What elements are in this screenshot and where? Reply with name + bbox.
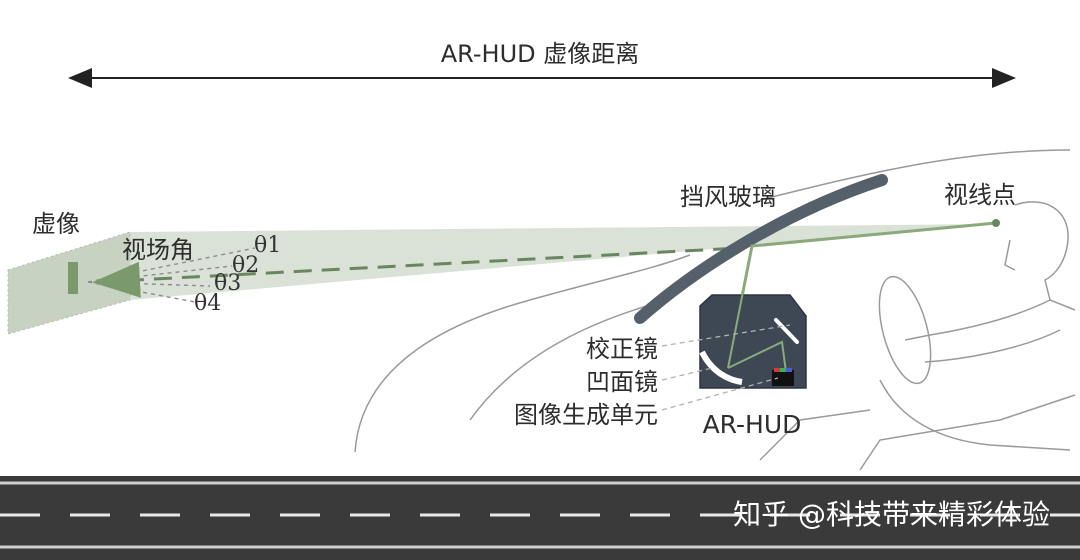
- driver-head: [1014, 201, 1076, 311]
- driver-legs: [879, 379, 1071, 451]
- car-roof-line: [759, 149, 1071, 201]
- concave-mirror-label: 凹面镜: [586, 368, 658, 396]
- virtual-image-bar: [68, 262, 78, 294]
- hud-internal-ray: [727, 340, 787, 373]
- correction-mirror: [774, 318, 799, 344]
- sight-line-dashed: [92, 246, 741, 298]
- hud-output-ray: [727, 245, 753, 369]
- car-outline: [354, 149, 1076, 471]
- distance-label: AR-HUD 虚像距离: [441, 40, 640, 68]
- eye-point-dot: [992, 219, 1000, 227]
- windshield-label: 挡风玻璃: [680, 183, 776, 211]
- pixel-green: [780, 368, 786, 372]
- driver-arm-lower: [924, 329, 1061, 363]
- beam-cone: [8, 224, 998, 334]
- device-label: AR-HUD: [703, 410, 802, 439]
- driver-arm: [904, 299, 1051, 341]
- driver-face: [1004, 239, 1016, 271]
- car-hood-line: [354, 254, 691, 453]
- pixel-red: [774, 368, 780, 372]
- eyepoint-label: 视线点: [944, 181, 1016, 209]
- angle-label-1: θ1: [254, 233, 281, 258]
- steering-wheel: [878, 275, 932, 385]
- angle-label-4: θ4: [194, 291, 221, 316]
- image-generation-unit-label: 图像生成单元: [514, 401, 658, 429]
- pixel-blue: [786, 368, 792, 372]
- leader-unit: [661, 377, 779, 411]
- concave-mirror: [699, 350, 743, 385]
- leader-lines: [661, 324, 791, 411]
- image-generation-unit: [772, 370, 794, 386]
- virtual-image-label: 虚像: [32, 210, 80, 238]
- hud-device-box: [699, 294, 807, 389]
- watermark-text: 知乎 @科技带来精彩体验: [733, 498, 1050, 531]
- angle-label-3: θ3: [214, 271, 241, 296]
- angle-label-2: θ2: [232, 253, 259, 278]
- windshield: [634, 174, 888, 324]
- leader-correction: [661, 324, 791, 347]
- dash-lower: [759, 409, 871, 461]
- fov-label: 视场角: [122, 236, 194, 264]
- car-dash-line: [469, 304, 651, 421]
- car-seat-line: [859, 394, 1076, 471]
- correction-mirror-label: 校正镜: [586, 335, 658, 363]
